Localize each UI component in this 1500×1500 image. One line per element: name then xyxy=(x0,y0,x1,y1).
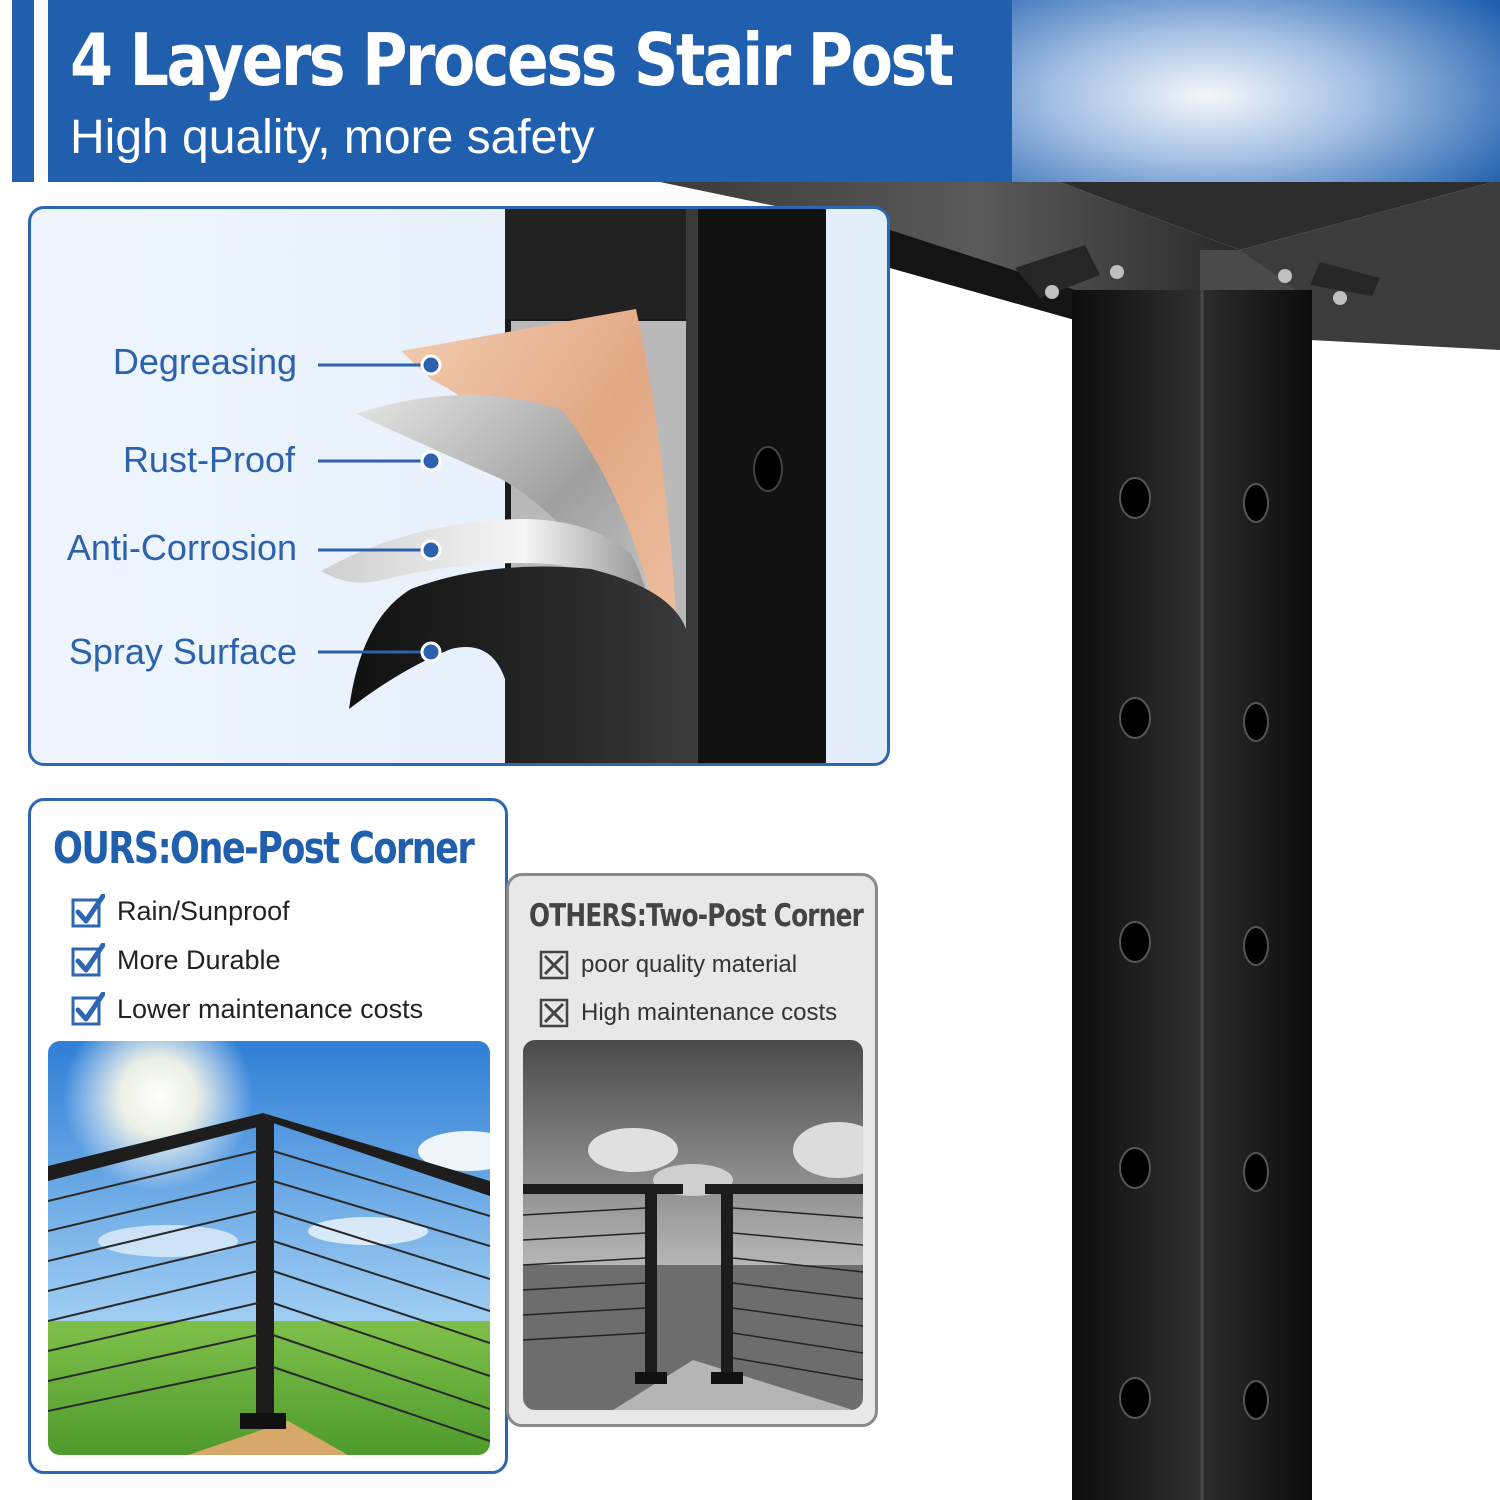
checkbox-crossed-icon xyxy=(539,998,569,1028)
coating-layers-panel: Degreasing Rust-Proof Anti-Corrosion Spr… xyxy=(28,206,890,766)
feature-text: Rain/Sunproof xyxy=(117,895,290,926)
checkbox-checked-icon xyxy=(71,991,106,1026)
ours-title: OURS:One-Post Corner xyxy=(53,823,475,874)
drawback-text: poor quality material xyxy=(581,951,798,978)
layer-label-degreasing: Degreasing xyxy=(112,341,297,382)
drawback-item: poor quality material xyxy=(539,948,797,982)
others-title: OTHERS:Two-Post Corner xyxy=(529,898,864,934)
others-comparison-panel: OTHERS:Two-Post Corner poor quality mate… xyxy=(506,873,878,1427)
checkbox-crossed-icon xyxy=(539,950,569,980)
feature-item: Rain/Sunproof xyxy=(71,891,290,931)
feature-item: Lower maintenance costs xyxy=(71,989,423,1029)
two-post-corner-photo xyxy=(523,1040,863,1410)
layer-label-rust-proof: Rust-Proof xyxy=(122,439,295,480)
drawback-item: High maintenance costs xyxy=(539,996,837,1030)
layer-label-spray-surface: Spray Surface xyxy=(68,631,297,672)
checkbox-checked-icon xyxy=(71,942,106,977)
ours-comparison-panel: OURS:One-Post Corner Rain/Sunproof More … xyxy=(28,798,508,1474)
checkbox-checked-icon xyxy=(71,893,106,928)
layers-peel-illustration xyxy=(318,209,826,763)
banner-light-glow xyxy=(1012,0,1500,182)
one-post-corner-photo xyxy=(48,1041,490,1455)
drawback-text: High maintenance costs xyxy=(581,999,838,1026)
feature-text: More Durable xyxy=(117,944,281,975)
header-banner: 4 Layers Process Stair Post High quality… xyxy=(12,0,1500,182)
page-title: 4 Layers Process Stair Post xyxy=(70,18,954,102)
page-subtitle: High quality, more safety xyxy=(70,111,595,164)
feature-item: More Durable xyxy=(71,940,281,980)
layer-label-anti-corrosion: Anti-Corrosion xyxy=(66,527,297,568)
banner-accent-stripe xyxy=(34,0,48,182)
feature-text: Lower maintenance costs xyxy=(117,993,424,1024)
